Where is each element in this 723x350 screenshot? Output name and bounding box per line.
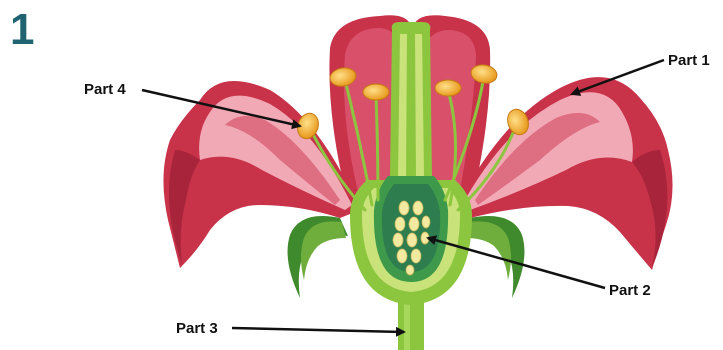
label-part2: Part 2	[609, 282, 651, 299]
arrow-part3	[232, 328, 404, 332]
label-part4: Part 4	[84, 81, 126, 98]
label-part3: Part 3	[176, 320, 218, 337]
pistil-style	[390, 22, 432, 176]
label-part1: Part 1	[668, 52, 710, 69]
petal-left	[163, 81, 360, 268]
stem	[398, 300, 424, 350]
